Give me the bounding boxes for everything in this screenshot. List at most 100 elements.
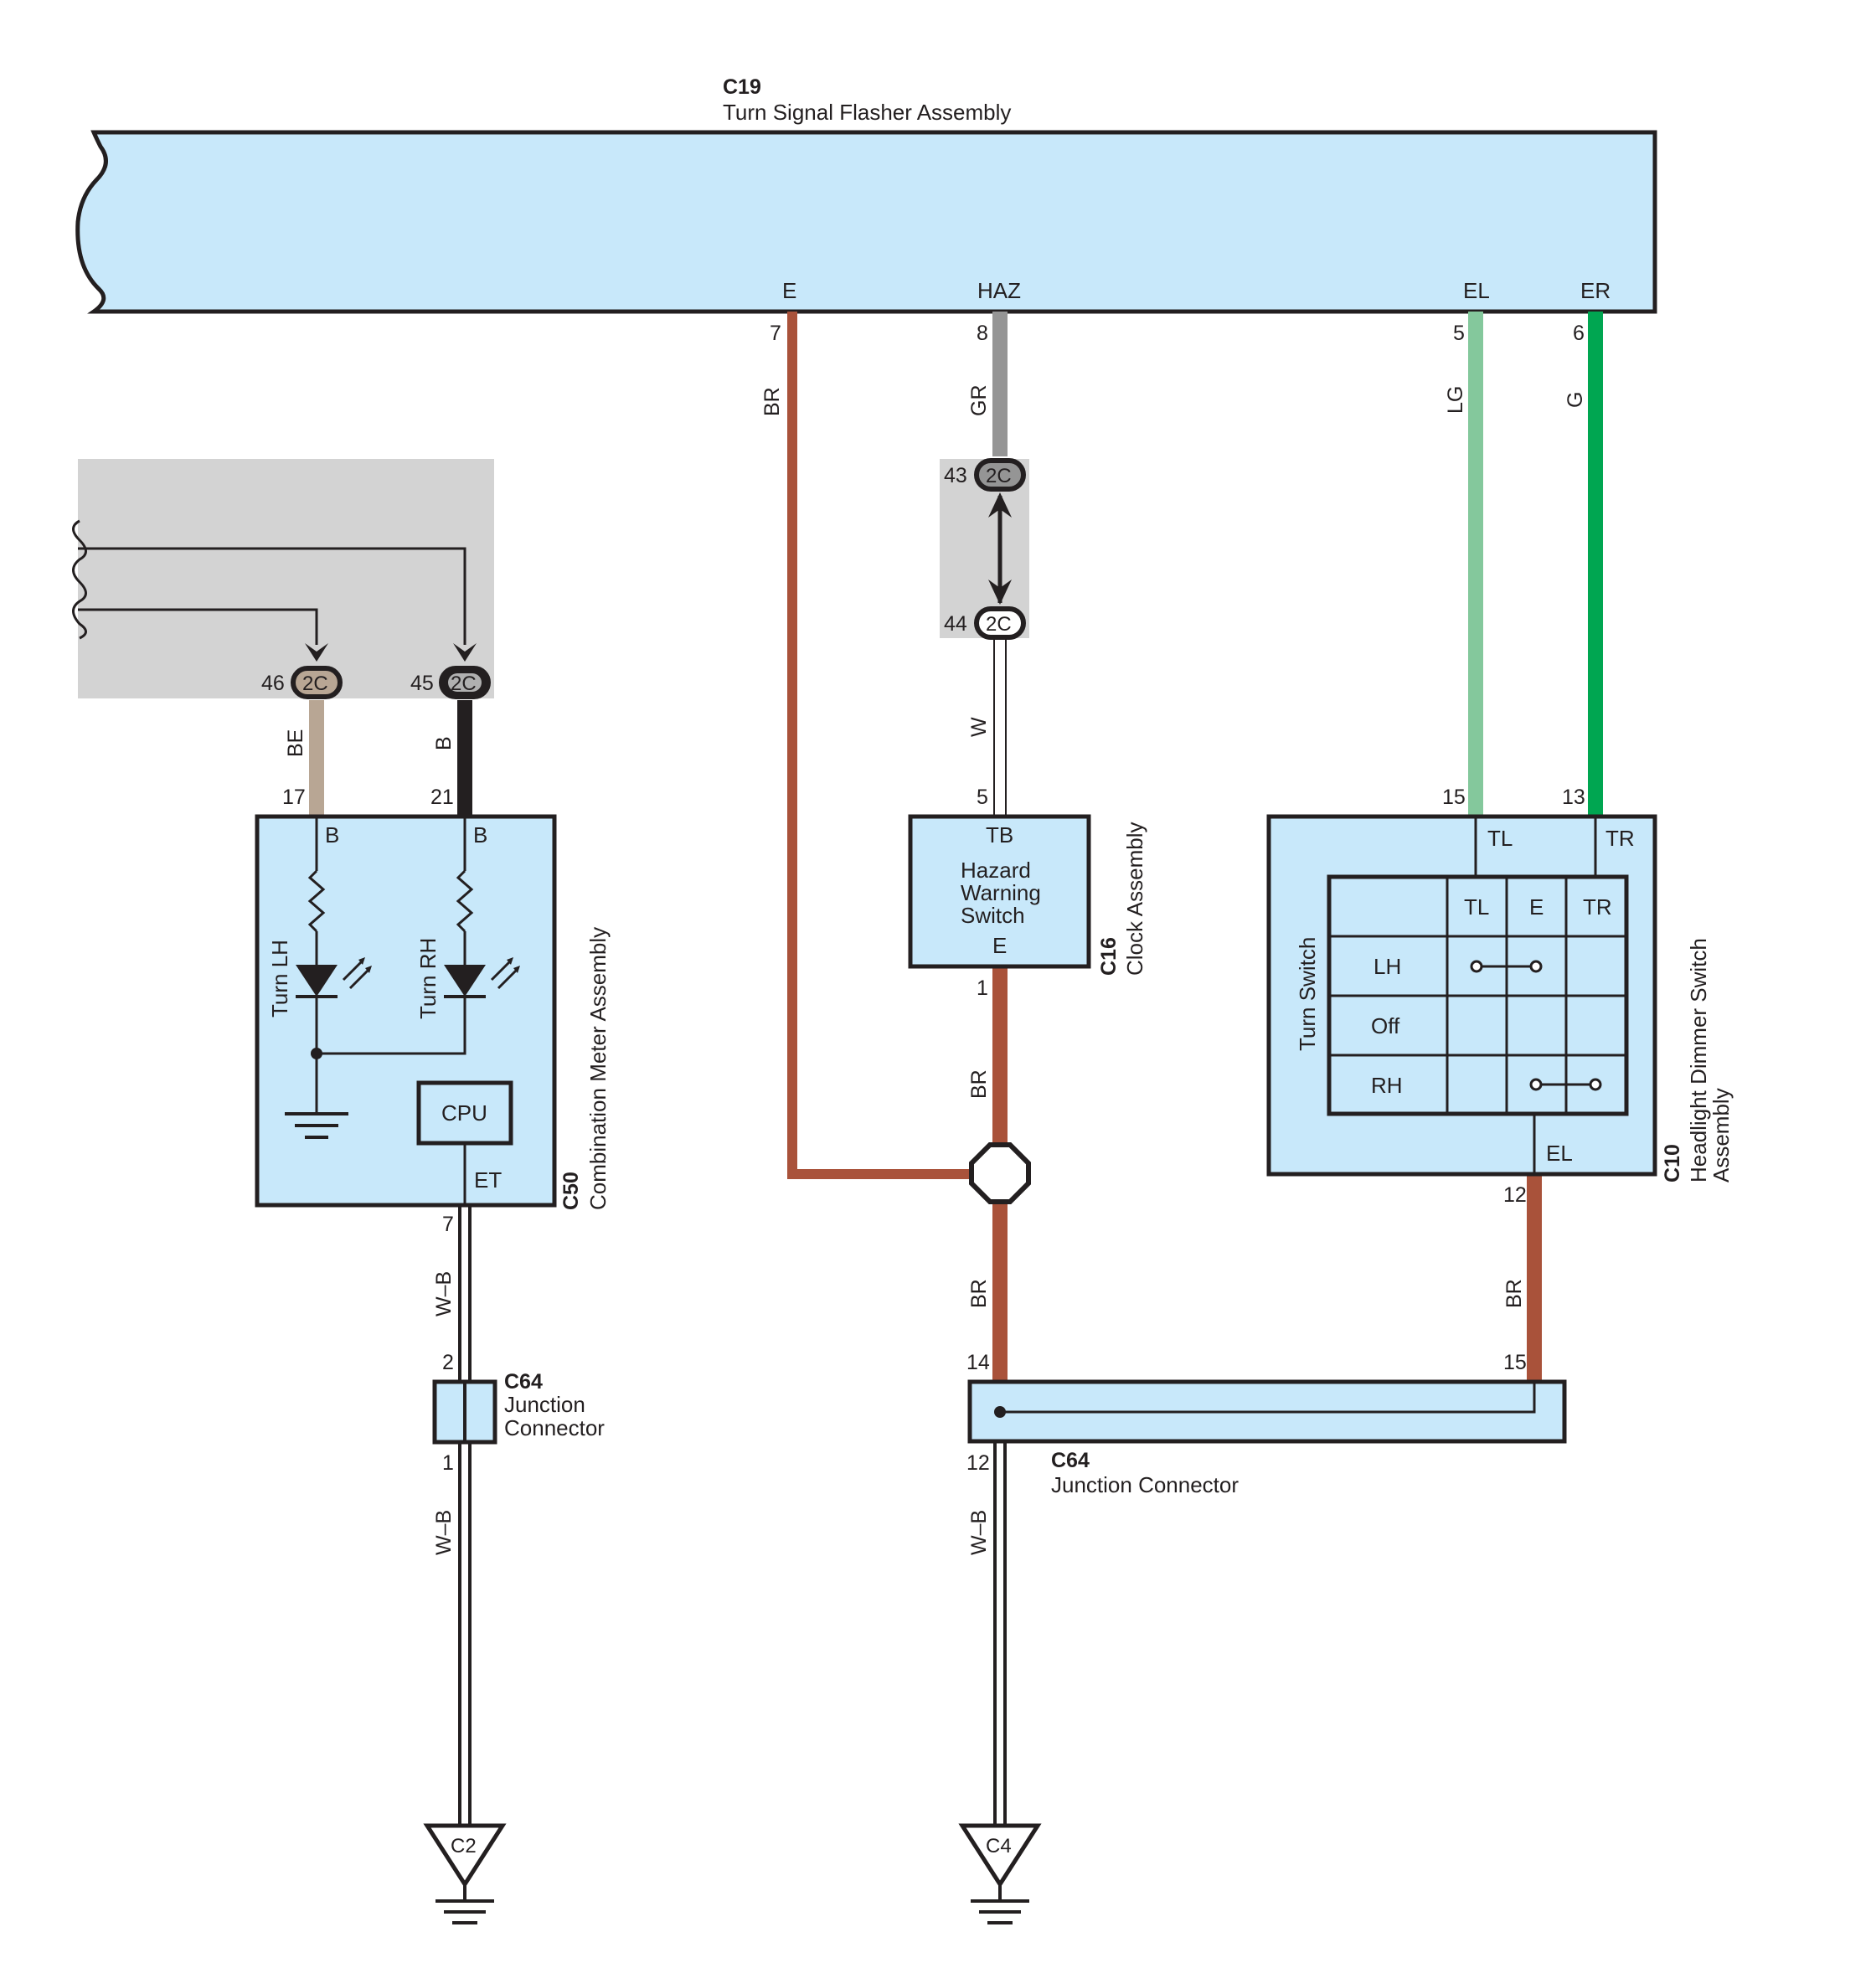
cpu-block xyxy=(416,1080,513,1146)
turn-switch-label: Turn Switch xyxy=(1295,937,1320,1051)
svg-text:EL: EL xyxy=(1546,1141,1573,1166)
led-icon xyxy=(444,965,486,997)
c16-name: Clock Assembly xyxy=(1122,822,1147,976)
arrow-down-icon xyxy=(453,643,477,662)
c10-dimmer-switch: TL TR EL Turn Switch TL E TR LH Off RH C… xyxy=(1266,814,1734,1182)
svg-text:5: 5 xyxy=(977,786,988,809)
svg-text:2: 2 xyxy=(442,1351,454,1374)
c10-name-2: Assembly xyxy=(1708,1088,1734,1182)
svg-text:BR: BR xyxy=(967,1069,991,1099)
c16-code: C16 xyxy=(1097,937,1121,976)
lamp-lh-label: Turn LH xyxy=(267,940,292,1018)
c50-code: C50 xyxy=(559,1172,583,1210)
svg-text:15: 15 xyxy=(1442,786,1466,809)
svg-text:8: 8 xyxy=(977,322,988,345)
svg-text:Switch: Switch xyxy=(961,903,1025,928)
svg-text:TR: TR xyxy=(1583,894,1612,920)
arrow-up-icon xyxy=(988,492,1012,518)
ground-icon xyxy=(285,1112,348,1139)
c19-pin-e: E xyxy=(782,278,796,303)
splice-point xyxy=(969,1142,1031,1204)
c50-combination-meter: CPU B B ET Turn LH Turn RH C50 Combinati… xyxy=(255,814,611,1210)
connector-44: 2C xyxy=(974,606,1026,640)
svg-text:C64: C64 xyxy=(1051,1449,1090,1472)
svg-text:LG: LG xyxy=(1444,386,1467,414)
svg-text:GR: GR xyxy=(967,385,991,417)
svg-text:B: B xyxy=(325,822,339,848)
svg-text:C2: C2 xyxy=(451,1835,477,1857)
svg-text:14: 14 xyxy=(966,1351,990,1374)
c50-name: Combination Meter Assembly xyxy=(585,927,611,1210)
svg-text:TL: TL xyxy=(1487,826,1513,851)
svg-text:12: 12 xyxy=(1503,1183,1527,1207)
svg-text:C4: C4 xyxy=(986,1835,1012,1857)
wire-color-labels: BR GR LG G BE B W BR BR BR W–B W–B W–B xyxy=(284,385,1587,1556)
svg-text:17: 17 xyxy=(282,786,306,809)
svg-text:W–B: W–B xyxy=(432,1271,456,1316)
svg-text:BR: BR xyxy=(967,1279,991,1308)
resistor-icon xyxy=(456,869,474,933)
svg-text:BR: BR xyxy=(1502,1279,1526,1308)
arrow-down-icon xyxy=(305,643,328,662)
svg-text:E: E xyxy=(1529,894,1544,920)
svg-text:15: 15 xyxy=(1503,1351,1527,1374)
svg-text:G: G xyxy=(1564,392,1587,408)
ground-c2: C2 xyxy=(423,1823,507,1924)
svg-text:12: 12 xyxy=(966,1451,990,1475)
c19-name: Turn Signal Flasher Assembly xyxy=(723,100,1011,125)
svg-text:13: 13 xyxy=(1562,786,1585,809)
c19-pin-haz: HAZ xyxy=(977,278,1021,303)
svg-text:Hazard: Hazard xyxy=(961,858,1031,883)
svg-text:Connector: Connector xyxy=(504,1415,605,1440)
svg-text:Warning: Warning xyxy=(961,880,1041,905)
svg-text:W–B: W–B xyxy=(967,1510,991,1555)
c10-code: C10 xyxy=(1661,1144,1684,1182)
connector-43: 2C xyxy=(974,458,1026,492)
svg-text:1: 1 xyxy=(977,976,988,1000)
c19-flasher-assembly: C19 Turn Signal Flasher Assembly E HAZ E… xyxy=(75,75,1657,314)
svg-text:46: 46 xyxy=(261,672,285,695)
svg-text:2C: 2C xyxy=(451,672,477,695)
c64-junction-small: C64 Junction Connector xyxy=(432,1370,605,1445)
svg-text:W–B: W–B xyxy=(432,1510,456,1555)
svg-text:C64: C64 xyxy=(504,1370,543,1394)
c19-code: C19 xyxy=(723,75,761,99)
svg-text:7: 7 xyxy=(770,322,781,345)
svg-text:7: 7 xyxy=(442,1213,454,1236)
svg-text:2C: 2C xyxy=(986,613,1012,636)
svg-text:45: 45 xyxy=(410,672,434,695)
svg-text:1: 1 xyxy=(442,1451,454,1475)
lamp-rh-label: Turn RH xyxy=(415,938,441,1019)
svg-text:43: 43 xyxy=(944,464,967,487)
cpu-label: CPU xyxy=(441,1100,487,1126)
wire-br-e xyxy=(787,312,973,1179)
svg-text:5: 5 xyxy=(1453,322,1465,345)
shaded-area-left xyxy=(78,459,494,698)
pin-numbers: 7 8 5 6 43 44 46 45 17 21 5 15 13 1 12 7… xyxy=(261,322,1585,1475)
connector-45: 2C xyxy=(439,666,491,699)
svg-text:LH: LH xyxy=(1374,954,1401,979)
svg-text:TR: TR xyxy=(1605,826,1635,851)
svg-text:Junction: Junction xyxy=(504,1392,585,1417)
svg-text:RH: RH xyxy=(1371,1073,1403,1098)
svg-text:2C: 2C xyxy=(302,672,328,695)
svg-text:BE: BE xyxy=(284,729,307,757)
svg-text:21: 21 xyxy=(430,786,454,809)
ground-c4: C4 xyxy=(958,1823,1042,1924)
svg-text:Off: Off xyxy=(1371,1013,1400,1038)
svg-text:Junction Connector: Junction Connector xyxy=(1051,1472,1239,1497)
svg-text:TL: TL xyxy=(1464,894,1489,920)
svg-text:ET: ET xyxy=(474,1167,502,1193)
connector-46: 2C xyxy=(291,666,343,699)
svg-text:44: 44 xyxy=(944,612,967,636)
svg-text:E: E xyxy=(992,933,1007,958)
c19-pin-er: ER xyxy=(1580,278,1611,303)
svg-text:6: 6 xyxy=(1573,322,1585,345)
c10-name-1: Headlight Dimmer Switch xyxy=(1686,938,1711,1182)
svg-text:BR: BR xyxy=(760,387,784,416)
svg-text:B: B xyxy=(473,822,487,848)
svg-text:TB: TB xyxy=(986,822,1013,848)
c16-clock-assembly: TB Hazard Warning Switch E C16 Clock Ass… xyxy=(908,814,1147,976)
svg-text:2C: 2C xyxy=(986,465,1012,487)
